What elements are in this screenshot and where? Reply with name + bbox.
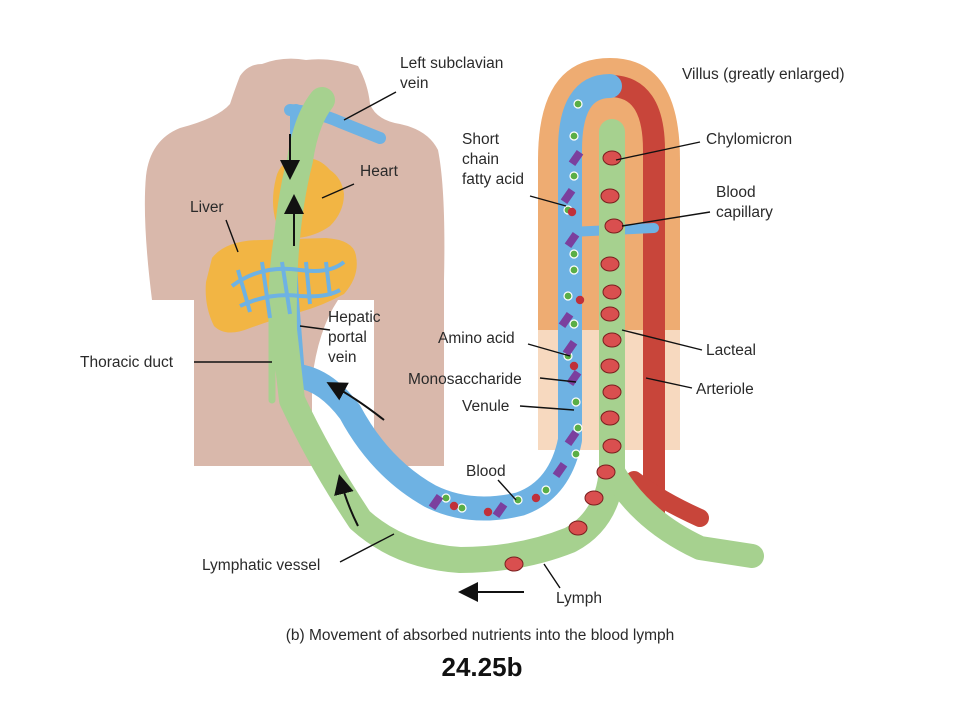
monosaccharide-particle (492, 501, 508, 519)
label-hepatic-portal-vein-line1: Hepatic (328, 309, 381, 326)
chylomicron-particle (600, 188, 620, 204)
label-short-chain-fatty-acid: Short chain fatty acid (462, 131, 524, 188)
flow-arrows (280, 134, 524, 602)
fatty-acid-dot (483, 507, 493, 517)
amino-acid-dot (573, 423, 583, 433)
label-left-subclavian-vein-line2: vein (400, 75, 428, 92)
label-left-subclavian-vein-line1: Left subclavian (400, 55, 503, 72)
fatty-acid-dot (449, 501, 459, 511)
amino-acid-dot (563, 291, 573, 301)
label-villus: Villus (greatly enlarged) (682, 66, 845, 83)
fatty-acid-dot (567, 207, 577, 217)
label-short-chain-fatty-acid-line3: fatty acid (462, 171, 524, 188)
label-venule: Venule (462, 398, 509, 415)
liver-capillary-network (230, 260, 346, 319)
chylomicron-particle (584, 490, 604, 506)
figure-caption: (b) Movement of absorbed nutrients into … (286, 627, 675, 644)
label-hepatic-portal-vein-line3: vein (328, 349, 356, 366)
chylomicron-particle (602, 438, 622, 454)
figure-number: 24.25b (442, 652, 523, 682)
fatty-acid-dot (531, 493, 541, 503)
amino-acid-dot (571, 397, 581, 407)
chylomicron-particle (604, 218, 624, 234)
label-amino-acid: Amino acid (438, 330, 515, 347)
amino-acid-dot (569, 249, 579, 259)
chylomicron-particle (602, 332, 622, 348)
chylomicron-particle (504, 556, 524, 572)
monosaccharide-particle (568, 149, 584, 167)
monosaccharide-particle (564, 231, 580, 249)
label-blood-capillary-line2: capillary (716, 204, 773, 221)
amino-acid-dot (513, 495, 523, 505)
label-lymphatic-vessel: Lymphatic vessel (202, 557, 320, 574)
amino-acid-dot (441, 493, 451, 503)
label-hepatic-portal-vein-line2: portal (328, 329, 367, 346)
chylomicron-particle (600, 256, 620, 272)
monosaccharide-particle (552, 461, 568, 479)
fatty-acid-dot (569, 361, 579, 371)
amino-acid-dot (569, 171, 579, 181)
label-arteriole: Arteriole (696, 381, 754, 398)
fatty-acid-dot (575, 295, 585, 305)
label-heart: Heart (360, 163, 399, 180)
blood-capillary (286, 74, 622, 521)
amino-acid-dot (569, 131, 579, 141)
label-monosaccharide: Monosaccharide (408, 371, 522, 388)
amino-acid-dot (571, 449, 581, 459)
amino-acid-dot (457, 503, 467, 513)
amino-acid-dot (569, 319, 579, 329)
chylomicron-particle (600, 410, 620, 426)
thoracic-duct (268, 104, 322, 404)
chylomicron-particle (596, 464, 616, 480)
chylomicron-particle (602, 284, 622, 300)
label-chylomicron: Chylomicron (706, 131, 792, 148)
monosaccharide-particle (558, 311, 574, 329)
nutrient-particles (428, 99, 624, 572)
label-lacteal: Lacteal (706, 342, 756, 359)
monosaccharide-particle (564, 429, 580, 447)
label-lymph: Lymph (556, 590, 602, 607)
lacteal-branch (600, 458, 764, 568)
label-left-subclavian-vein: Left subclavian vein (400, 55, 508, 92)
monosaccharide-particle (560, 187, 576, 205)
arteriole-base (625, 471, 709, 527)
monosaccharide-particle (562, 339, 578, 357)
amino-acid-dot (541, 485, 551, 495)
label-thoracic-duct: Thoracic duct (80, 354, 174, 371)
label-short-chain-fatty-acid-line2: chain (462, 151, 499, 168)
leader-lines (194, 91, 711, 589)
label-liver: Liver (190, 199, 224, 216)
arrow-vein-flow (326, 382, 385, 421)
chylomicron-particle (602, 384, 622, 400)
label-blood: Blood (466, 463, 506, 480)
chylomicron-particle (568, 520, 588, 536)
amino-acid-dot (569, 265, 579, 275)
chylomicron-particle (600, 358, 620, 374)
label-blood-capillary-line1: Blood (716, 184, 756, 201)
chylomicron-particle (602, 150, 622, 166)
label-hepatic-portal-vein: Hepatic portal vein (328, 309, 385, 366)
arrow-lymph-flow-up (334, 474, 359, 527)
amino-acid-dot (573, 99, 583, 109)
monosaccharide-particle (428, 493, 444, 511)
label-blood-capillary: Blood capillary (716, 184, 773, 221)
label-short-chain-fatty-acid-line1: Short (462, 131, 500, 148)
chylomicron-particle (600, 306, 620, 322)
